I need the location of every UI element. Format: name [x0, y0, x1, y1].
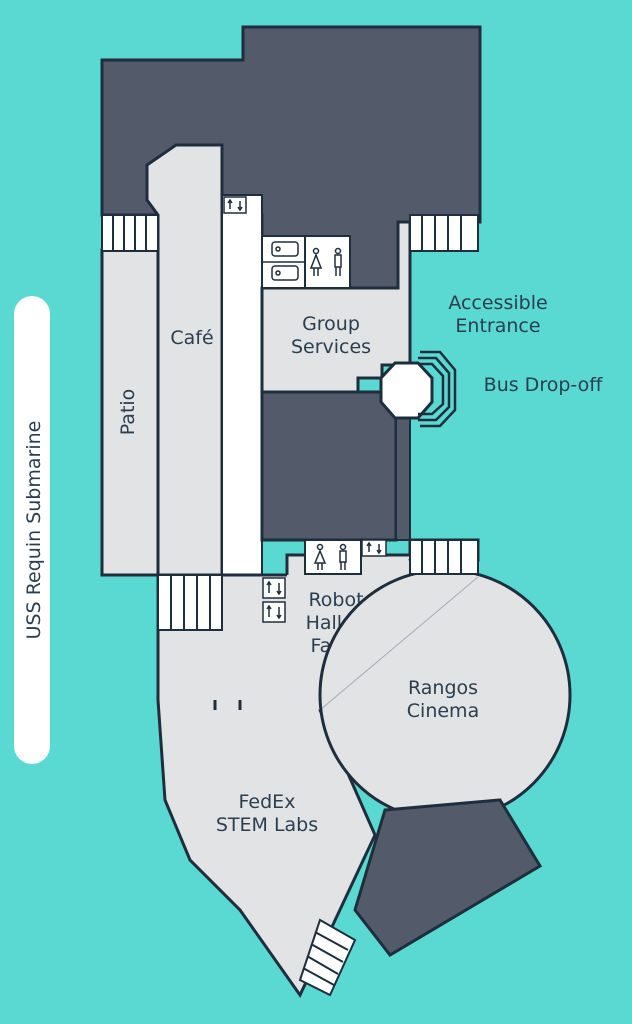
- bus-dropoff-steps-icon: [418, 350, 457, 428]
- dark-passage: [395, 409, 411, 541]
- dark-middle-block: [260, 390, 398, 542]
- stairs-icon: [409, 539, 479, 575]
- restroom-icon: [309, 247, 342, 276]
- accessible-entrance-label-1: Accessible: [448, 292, 547, 314]
- elevator-icon: [361, 539, 387, 557]
- stairs-icon: [409, 214, 479, 252]
- submarine-shape[interactable]: [14, 296, 50, 764]
- elevator-icon: [262, 601, 286, 623]
- elevator-icon: [262, 577, 286, 599]
- stairs-icon: [298, 918, 357, 997]
- patio-label: Patio: [117, 389, 139, 436]
- stairs-icon: [157, 574, 223, 631]
- bus-dropoff-label: Bus Drop-off: [484, 374, 604, 396]
- fedex-label-1: FedEx: [239, 791, 296, 813]
- fedex-label-2: STEM Labs: [216, 814, 318, 836]
- group-services-label-1: Group: [302, 313, 360, 335]
- submarine-label: USS Requin Submarine: [23, 421, 45, 640]
- dark-lower-block: [353, 798, 543, 957]
- cinema-divider: [319, 576, 479, 711]
- family-restroom-icon: [271, 241, 299, 281]
- restroom-block: [304, 539, 362, 575]
- door-markers: [213, 700, 242, 710]
- entrance-octagon[interactable]: [379, 361, 434, 420]
- restroom-block: [261, 235, 351, 289]
- accessible-entrance-label-2: Entrance: [455, 315, 540, 337]
- rangos-label-1: Rangos: [408, 677, 478, 699]
- restroom-icon: [313, 543, 347, 570]
- cafe-area[interactable]: [145, 143, 224, 577]
- robot-hall-label-1: Robot: [308, 589, 363, 611]
- patio-area[interactable]: [100, 248, 164, 577]
- elevator-icon: [223, 196, 247, 214]
- cafe-label: Café: [170, 327, 213, 349]
- rangos-label-2: Cinema: [407, 700, 479, 722]
- stairs-icon: [101, 214, 159, 252]
- group-services-label-2: Services: [291, 336, 371, 358]
